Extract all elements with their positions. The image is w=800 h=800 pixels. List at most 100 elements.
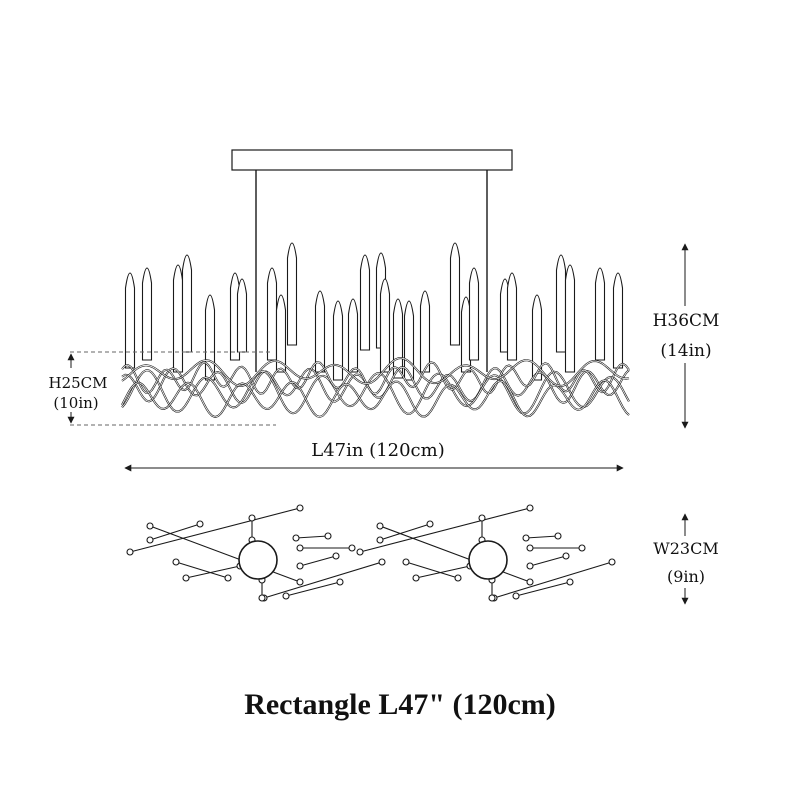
height-body-cm-label: H25CM xyxy=(48,374,107,392)
plan-arm xyxy=(493,561,613,599)
plan-view xyxy=(126,504,616,602)
plan-arm-knob xyxy=(296,504,304,512)
wavy-arm-highlight xyxy=(121,379,630,418)
candle-stick xyxy=(468,267,480,361)
candle-stick xyxy=(204,294,216,381)
plan-hub-right xyxy=(468,540,508,580)
height-total-dimension: H36CM (14in) xyxy=(653,243,720,429)
height-body-dimension: H25CM (10in) xyxy=(48,351,276,426)
candle-stick xyxy=(379,278,391,373)
height-total-cm-label: H36CM xyxy=(653,311,720,331)
plan-arm-knob xyxy=(488,594,496,602)
plan-arm-knob xyxy=(282,592,290,600)
candle-stick xyxy=(555,254,567,353)
plan-arm-knob xyxy=(526,504,534,512)
plan-arm-knob xyxy=(454,574,462,582)
plan-arm-knob xyxy=(608,558,616,566)
plan-arm xyxy=(149,525,301,583)
plan-arm-knob xyxy=(324,532,332,540)
plan-arm-knob xyxy=(332,552,340,560)
plan-arm xyxy=(175,561,229,579)
candle-stick xyxy=(419,290,431,373)
length-dimension: L47in (120cm) xyxy=(124,440,624,472)
plan-arm-knob xyxy=(146,522,154,530)
plan-arm-knob xyxy=(126,548,134,556)
plan-hub-left xyxy=(238,540,278,580)
plan-arm-knob xyxy=(296,562,304,570)
plan-arm-knob xyxy=(248,514,256,522)
plan-arm-knob xyxy=(402,558,410,566)
candle-stick xyxy=(332,300,344,381)
plan-arm xyxy=(299,555,337,567)
plan-arm-knob xyxy=(554,532,562,540)
plan-arm-knob xyxy=(348,544,356,552)
plan-arm-knob xyxy=(182,574,190,582)
plan-arm xyxy=(525,535,559,539)
width-dimension: W23CM (9in) xyxy=(653,513,719,605)
candle-stick xyxy=(275,294,287,373)
candle-sticks xyxy=(124,242,624,381)
plan-arm-knob xyxy=(426,520,434,528)
candle-stick xyxy=(531,294,543,381)
plan-arm-knob xyxy=(562,552,570,560)
candle-stick xyxy=(266,267,278,361)
width-cm-label: W23CM xyxy=(653,539,718,558)
plan-arm xyxy=(379,523,431,541)
plan-arm-knob xyxy=(478,514,486,522)
wavy-arm-highlight xyxy=(121,361,630,395)
candle-stick xyxy=(564,264,576,373)
plan-arm-knob xyxy=(196,520,204,528)
plan-arm-knob xyxy=(296,578,304,586)
plan-arm xyxy=(415,565,471,579)
plan-arm xyxy=(529,555,567,567)
product-caption: Rectangle L47" (120cm) xyxy=(244,688,556,721)
wavy-arm-highlight xyxy=(121,357,630,387)
length-label: L47in (120cm) xyxy=(311,440,444,461)
plan-arm xyxy=(263,561,383,599)
plan-arm xyxy=(379,525,531,583)
candle-stick xyxy=(612,272,624,369)
plan-arm-knob xyxy=(412,574,420,582)
height-total-in-label: (14in) xyxy=(660,341,711,361)
plan-arm xyxy=(185,565,241,579)
wavy-arms xyxy=(121,357,630,418)
side-elevation xyxy=(121,149,630,418)
plan-arm-knob xyxy=(522,534,530,542)
candle-stick xyxy=(347,298,359,373)
plan-arm-knob xyxy=(512,592,520,600)
plan-arm-knob xyxy=(336,578,344,586)
ceiling-canopy xyxy=(231,149,513,171)
plan-arm xyxy=(295,535,329,539)
plan-arm-knob xyxy=(378,558,386,566)
plan-arm xyxy=(515,581,571,597)
candle-stick xyxy=(594,267,606,361)
candle-stick xyxy=(141,267,153,361)
plan-arm-knob xyxy=(566,578,574,586)
candle-stick xyxy=(124,272,136,369)
plan-arm xyxy=(149,523,201,541)
height-body-in-label: (10in) xyxy=(53,394,98,412)
plan-arm-knob xyxy=(292,534,300,542)
candle-stick xyxy=(506,272,518,361)
candle-stick xyxy=(359,254,371,351)
plan-arm-knob xyxy=(526,544,534,552)
plan-arm-knob xyxy=(578,544,586,552)
candle-stick xyxy=(314,290,326,373)
wavy-arm-highlight xyxy=(121,369,630,415)
plan-arm-knob xyxy=(356,548,364,556)
plan-arm xyxy=(129,507,301,553)
plan-arm xyxy=(405,561,459,579)
plan-arm-knob xyxy=(146,536,154,544)
plan-arm-knob xyxy=(526,562,534,570)
plan-arm-knob xyxy=(296,544,304,552)
plan-arm-knob xyxy=(172,558,180,566)
candle-stick xyxy=(449,242,461,346)
candle-stick xyxy=(236,278,248,353)
plan-arm xyxy=(359,507,531,553)
plan-arm-knob xyxy=(376,536,384,544)
candle-stick xyxy=(172,264,184,373)
plan-arm-knob xyxy=(258,594,266,602)
candle-stick xyxy=(286,242,298,346)
candle-stick xyxy=(181,254,193,353)
